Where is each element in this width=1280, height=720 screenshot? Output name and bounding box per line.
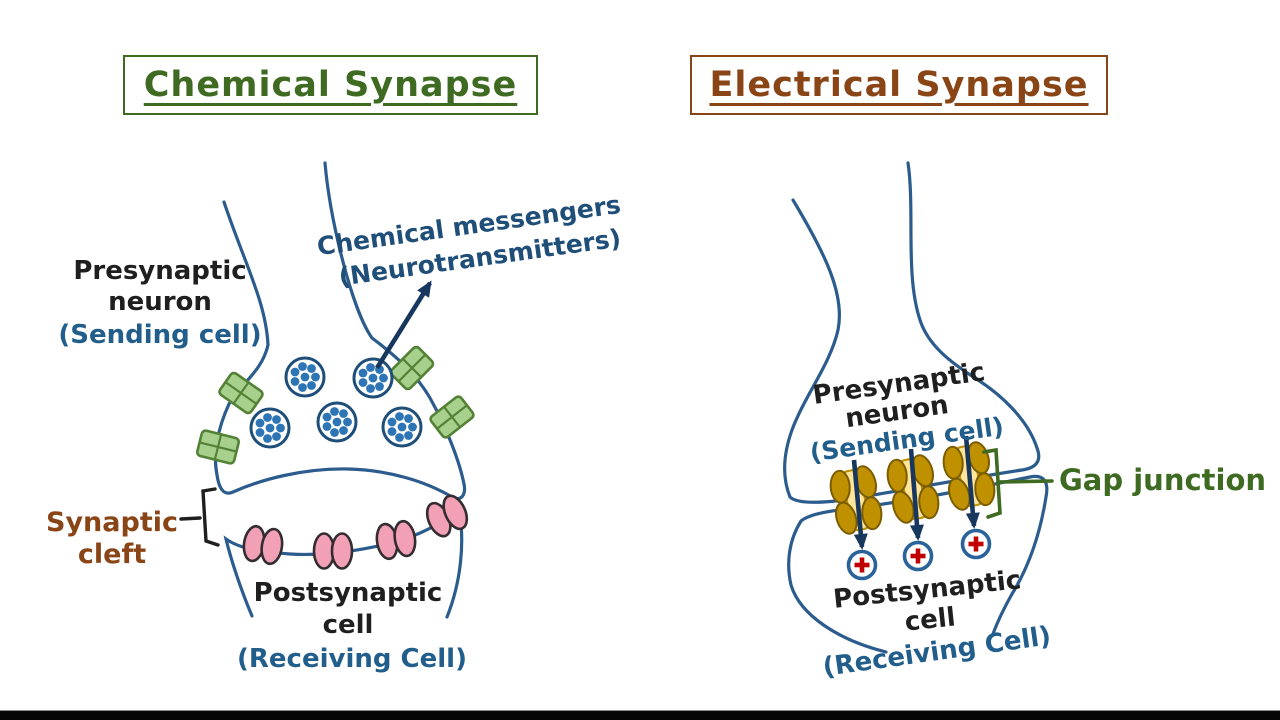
electrical-synapse-panel: Presynaptic neuron (Sending cell) Gap ju… <box>782 161 1266 683</box>
vesicle-icon <box>381 406 423 448</box>
chemical-presynaptic-membrane <box>213 161 467 501</box>
receptor-icon <box>373 518 419 562</box>
presynaptic-neuron-label: Presynaptic <box>73 256 246 286</box>
vesicle-icon <box>249 407 291 449</box>
positive-ion-icon <box>849 552 876 579</box>
receptor-icon <box>421 490 473 542</box>
positive-ion-icon <box>905 543 932 570</box>
receptor-icon <box>240 523 286 567</box>
electrical-synapse-title-box: Electrical Synapse <box>690 55 1108 115</box>
presynaptic-neuron-label: neuron <box>108 287 212 317</box>
postsynaptic-cell-label: cell <box>323 610 374 640</box>
chemical-synapse-title: Chemical Synapse <box>143 65 518 105</box>
video-letterbox-bar <box>0 710 1280 720</box>
electrical-presynaptic-membrane <box>782 161 1041 504</box>
membrane-channel-icon <box>427 393 477 441</box>
chemical-synapse-title-box: Chemical Synapse <box>123 55 538 115</box>
synaptic-cleft-bracket <box>179 487 220 547</box>
membrane-channel-icon <box>388 344 436 392</box>
gap-junction-pointer <box>982 447 1054 519</box>
chemical-synapse-panel: Presynaptic neuron (Sending cell) Chemic… <box>46 161 623 674</box>
postsynaptic-cell-label: Postsynaptic <box>254 578 443 608</box>
ion-flow-arrows <box>851 435 980 550</box>
electrical-synapse-title: Electrical Synapse <box>709 65 1089 105</box>
receptor-icon <box>312 532 354 570</box>
sending-cell-label: (Sending cell) <box>58 320 261 350</box>
vesicle-icon <box>352 357 394 399</box>
gap-junction-label: Gap junction <box>1059 463 1266 497</box>
vesicle-icon <box>284 356 326 398</box>
synaptic-cleft-label: Synaptic <box>46 507 178 538</box>
postsynaptic-cell-label: cell <box>903 602 957 637</box>
vesicle-icon <box>316 401 358 443</box>
membrane-channel-icon <box>195 428 241 466</box>
synaptic-cleft-label: cleft <box>78 539 146 570</box>
membrane-channel-icon <box>216 370 266 416</box>
neurotransmitter-arrow <box>375 280 432 370</box>
receiving-cell-label: (Receiving Cell) <box>237 644 467 674</box>
positive-ion-icon <box>963 531 990 558</box>
